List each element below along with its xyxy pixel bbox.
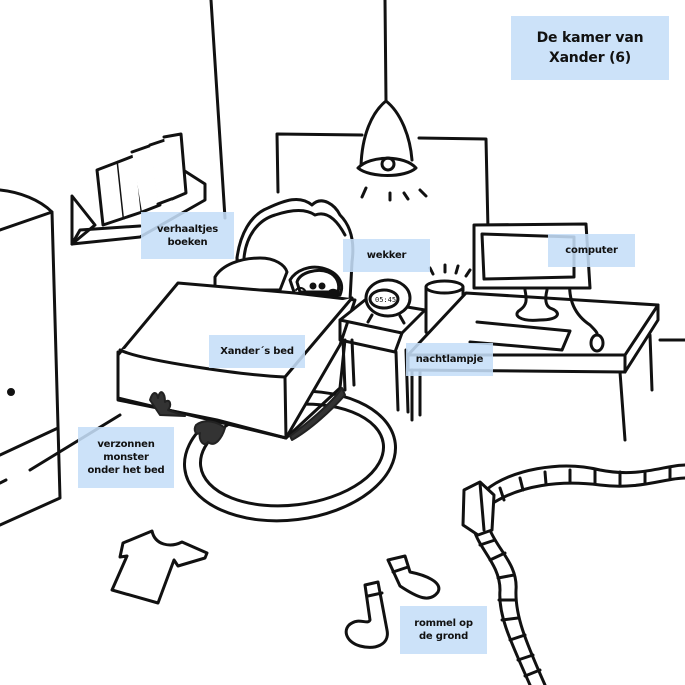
bookshelf — [70, 132, 207, 246]
label-xanders-bed: Xander´s bed — [209, 335, 305, 368]
label-rommel-op-de-grond: rommel op de grond — [400, 606, 487, 654]
socks — [344, 554, 441, 649]
monster-shadow — [149, 387, 346, 446]
window-frame — [275, 132, 364, 194]
t-shirt — [110, 529, 209, 605]
wardrobe — [0, 188, 62, 527]
label-computer: computer — [548, 234, 635, 267]
train-track — [461, 463, 685, 685]
window-frame-right — [417, 136, 490, 232]
clock-display: 05:45 — [375, 296, 396, 304]
label-wekker: wekker — [343, 239, 430, 272]
label-verhaaltjes-boeken: verhaaltjes boeken — [141, 212, 234, 259]
label-verzonnen-monster: verzonnen monster onder het bed — [78, 427, 174, 488]
floor-line-left — [28, 413, 122, 472]
page-title: De kamer van Xander (6) — [511, 16, 669, 80]
wall-corner-line — [209, 0, 227, 220]
label-nachtlampje: nachtlampje — [406, 343, 493, 376]
ceiling-lamp — [356, 0, 428, 202]
alarm-clock: 05:45 — [364, 278, 412, 325]
